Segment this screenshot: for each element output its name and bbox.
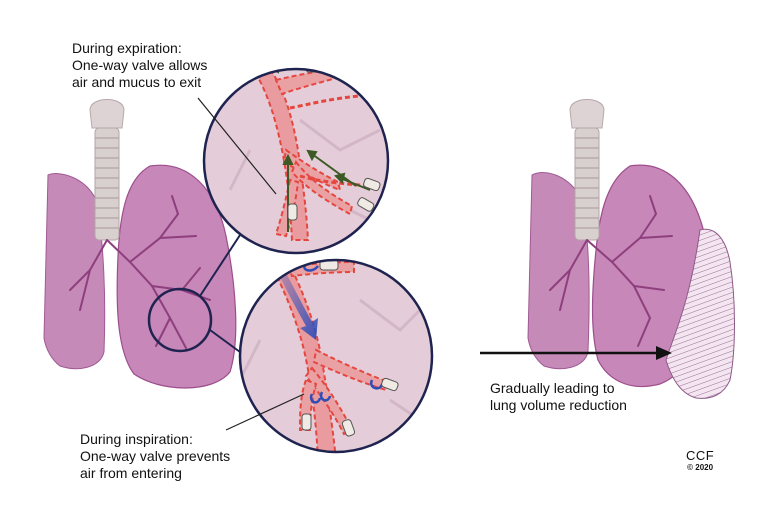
- reduced-volume-region: [665, 228, 735, 399]
- inspiration-main-airway: [268, 260, 338, 452]
- right-lungs-right-lobe: [527, 172, 590, 370]
- inspiration-caption-line: During inspiration:: [80, 431, 193, 447]
- credit-name: CCF: [686, 448, 715, 463]
- inspiration-magnifier: [238, 258, 434, 454]
- right-lungs: [527, 99, 735, 399]
- expiration-caption-line: air and mucus to exit: [72, 74, 202, 90]
- volume-reduction-caption: Gradually leading to lung volume reducti…: [490, 380, 627, 414]
- expiration-leader-line: [197, 97, 277, 195]
- inspiration-caption-line: air from entering: [80, 465, 182, 481]
- inspiration-caption-line: One-way valve prevents: [80, 448, 231, 464]
- volume-reduction-caption-line: Gradually leading to: [490, 380, 615, 396]
- expiration-caption: During expiration: One-way valve allows …: [72, 40, 207, 91]
- left-lungs: [43, 99, 243, 389]
- inspiration-leader-line: [225, 393, 305, 431]
- expiration-magnifier: [202, 67, 390, 255]
- right-bronchial-tree: [549, 195, 673, 347]
- volume-reduction-caption-line: lung volume reduction: [490, 397, 627, 413]
- magnifier-connector: [209, 329, 241, 353]
- expiration-caption-line: During expiration:: [72, 40, 182, 56]
- left-lungs-left-lobe: [116, 164, 237, 389]
- copyright-credit: CCF © 2020: [686, 449, 714, 473]
- magnify-source-ring: [147, 287, 213, 353]
- one-way-valve-icon: [301, 260, 399, 437]
- left-trachea: [89, 99, 125, 241]
- expiration-caption-line: One-way valve allows: [72, 57, 208, 73]
- left-lungs-right-lobe: [43, 173, 106, 370]
- arrow-right-icon: [480, 346, 672, 360]
- right-trachea: [569, 99, 605, 241]
- credit-year: © 2020: [687, 463, 714, 472]
- inspiration-caption: During inspiration: One-way valve preven…: [80, 431, 230, 482]
- blocked-inflow-arrow: [276, 262, 318, 340]
- magnifier-connector: [199, 231, 243, 297]
